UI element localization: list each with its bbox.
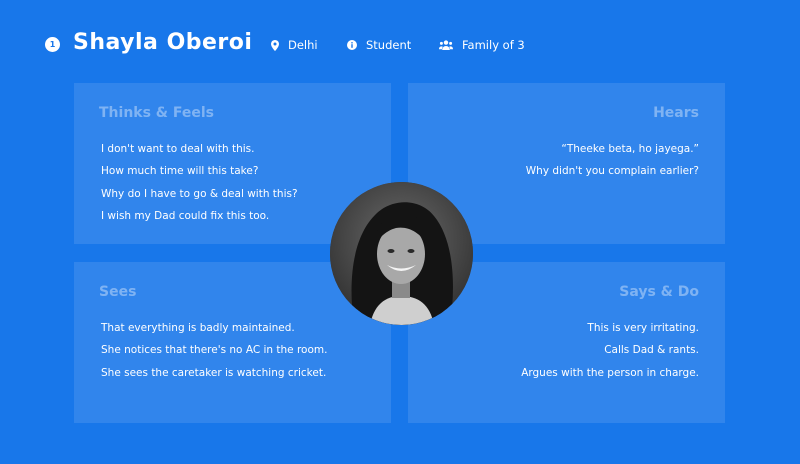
thinks-feels-list: I don't want to deal with this. How much… (101, 138, 298, 227)
thinks-feels-panel: Thinks & Feels I don't want to deal with… (74, 83, 391, 244)
persona-name: Shayla Oberoi (73, 30, 253, 55)
sees-title: Sees (99, 284, 137, 300)
says-do-title: Says & Do (619, 284, 699, 300)
list-item: That everything is badly maintained. (101, 322, 295, 334)
persona-avatar (330, 182, 473, 325)
list-item: How much time will this take? (101, 165, 259, 178)
hears-list: “Theeke beta, ho jayega.” Why didn't you… (526, 138, 699, 183)
list-item: She sees the caretaker is watching crick… (101, 366, 327, 379)
persona-family: Family of 3 (439, 38, 525, 52)
list-item: Why do I have to go & deal with this? (101, 187, 298, 200)
list-item: “Theeke beta, ho jayega.” (561, 143, 699, 155)
users-icon (439, 40, 453, 50)
location-label: Delhi (288, 38, 318, 52)
map-pin-icon (271, 39, 279, 51)
info-icon (347, 40, 357, 50)
list-item: I don't want to deal with this. (101, 143, 255, 155)
persona-number-badge: 1 (45, 37, 60, 52)
list-item: Calls Dad & rants. (604, 344, 699, 357)
sees-panel: Sees That everything is badly maintained… (74, 262, 391, 423)
list-item: She notices that there's no AC in the ro… (101, 344, 328, 357)
says-do-list: This is very irritating. Calls Dad & ran… (521, 317, 699, 384)
hears-title: Hears (653, 105, 699, 121)
persona-location: Delhi (271, 38, 318, 52)
list-item: I wish my Dad could fix this too. (101, 209, 270, 222)
list-item: This is very irritating. (587, 322, 699, 334)
persona-header: 1 Shayla Oberoi Delhi Student Family of … (0, 0, 800, 90)
persona-occupation: Student (347, 38, 411, 52)
thinks-feels-title: Thinks & Feels (99, 105, 215, 121)
family-label: Family of 3 (462, 38, 525, 52)
persona-photo (330, 182, 473, 325)
sees-list: That everything is badly maintained. She… (101, 317, 327, 384)
occupation-label: Student (366, 38, 412, 52)
list-item: Why didn't you complain earlier? (525, 165, 699, 178)
list-item: Argues with the person in charge. (521, 366, 699, 379)
